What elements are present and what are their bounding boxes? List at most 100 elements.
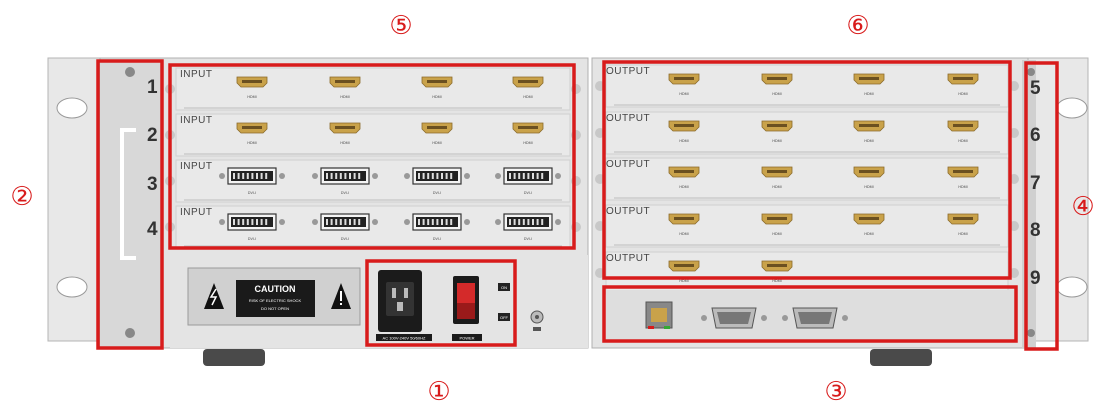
slot-number-3: 3 bbox=[147, 174, 158, 195]
slot-number-1: 1 bbox=[147, 77, 158, 98]
hdmi-port-out-9 bbox=[668, 166, 700, 178]
slot-number-2: 2 bbox=[147, 125, 158, 146]
control-card bbox=[606, 290, 1018, 340]
input-card-label: INPUT bbox=[180, 207, 213, 218]
hdmi-port-label: HDMI bbox=[340, 95, 349, 99]
hdmi-port-out-11 bbox=[853, 166, 885, 178]
dvi-port-15 bbox=[404, 213, 470, 231]
hdmi-port-out-10 bbox=[761, 166, 793, 178]
dvi-port-13 bbox=[219, 213, 285, 231]
dvi-port-11 bbox=[404, 167, 470, 185]
input-card-2 bbox=[175, 113, 571, 157]
hdmi-port-out-7 bbox=[853, 120, 885, 132]
hdmi-port-out-15 bbox=[853, 213, 885, 225]
serial-port-1 bbox=[701, 307, 767, 329]
caution-line-1: RISK OF ELECTRIC SHOCK bbox=[249, 298, 302, 303]
serial-port-2 bbox=[782, 307, 848, 329]
hdmi-port-1 bbox=[236, 76, 268, 88]
callout-1: ① bbox=[427, 377, 450, 407]
slot-number-8: 8 bbox=[1030, 220, 1041, 241]
output-card-label: OUTPUT bbox=[606, 159, 650, 170]
power-off-label: OFF bbox=[500, 315, 509, 320]
dvi-port-12 bbox=[495, 167, 561, 185]
hdmi-port-label: HDMI bbox=[340, 141, 349, 145]
hdmi-port-5 bbox=[236, 122, 268, 134]
electric-shock-icon bbox=[209, 288, 218, 306]
hdmi-port-label: HDMI bbox=[772, 185, 781, 189]
hdmi-port-label: HDMI bbox=[864, 232, 873, 236]
hdmi-port-out-1 bbox=[668, 73, 700, 85]
hdmi-port-label: HDMI bbox=[679, 232, 688, 236]
dvi-port-label: DVI-I bbox=[433, 191, 441, 195]
dvi-port-label: DVI-I bbox=[248, 191, 256, 195]
caution-label: CAUTION RISK OF ELECTRIC SHOCK DO NOT OP… bbox=[187, 267, 361, 326]
hdmi-port-4 bbox=[512, 76, 544, 88]
input-card-label: INPUT bbox=[180, 115, 213, 126]
ac-power-inlet bbox=[378, 270, 422, 332]
hdmi-port-label: HDMI bbox=[679, 185, 688, 189]
power-label: POWER bbox=[459, 336, 474, 341]
hdmi-port-out-14 bbox=[761, 213, 793, 225]
hdmi-port-3 bbox=[421, 76, 453, 88]
input-card-label: INPUT bbox=[180, 161, 213, 172]
dvi-port-9 bbox=[219, 167, 285, 185]
highlight-input-cards bbox=[168, 63, 576, 250]
power-switch[interactable] bbox=[453, 276, 479, 324]
hdmi-port-label: HDMI bbox=[432, 95, 441, 99]
callout-5: ⑤ bbox=[389, 11, 412, 41]
caution-title: CAUTION bbox=[255, 284, 296, 294]
right-slot-strip bbox=[1022, 60, 1036, 348]
slot-number-7: 7 bbox=[1030, 173, 1041, 194]
slot-number-5: 5 bbox=[1030, 78, 1041, 99]
hdmi-port-out-3 bbox=[853, 73, 885, 85]
output-card-label: OUTPUT bbox=[606, 66, 650, 77]
hdmi-port-out-6 bbox=[761, 120, 793, 132]
output-card-2 bbox=[605, 111, 1009, 155]
output-card-label: OUTPUT bbox=[606, 113, 650, 124]
dvi-port-label: DVI-I bbox=[248, 237, 256, 241]
hdmi-port-label: HDMI bbox=[432, 141, 441, 145]
output-card-label: OUTPUT bbox=[606, 206, 650, 217]
hdmi-port-label: HDMI bbox=[864, 185, 873, 189]
hdmi-port-7 bbox=[421, 122, 453, 134]
hdmi-port-out-13 bbox=[668, 213, 700, 225]
power-on-label: ON bbox=[501, 285, 507, 290]
hdmi-port-8 bbox=[512, 122, 544, 134]
callout-2: ② bbox=[10, 182, 33, 212]
slot-number-4: 4 bbox=[147, 219, 158, 240]
slot-number-6: 6 bbox=[1030, 125, 1041, 146]
callout-6: ⑥ bbox=[846, 11, 869, 41]
callout-3: ③ bbox=[824, 377, 847, 407]
hdmi-port-label: HDMI bbox=[679, 279, 688, 283]
chassis-foot-right bbox=[870, 349, 932, 366]
hdmi-port-out-5 bbox=[668, 120, 700, 132]
chassis-foot-left bbox=[203, 349, 265, 366]
dvi-port-label: DVI-I bbox=[341, 191, 349, 195]
dvi-port-10 bbox=[312, 167, 378, 185]
hdmi-port-label: HDMI bbox=[864, 139, 873, 143]
hdmi-port-out-17 bbox=[668, 260, 700, 272]
hdmi-port-label: HDMI bbox=[679, 92, 688, 96]
hdmi-port-2 bbox=[329, 76, 361, 88]
caution-line-2: DO NOT OPEN bbox=[261, 306, 289, 311]
hdmi-port-label: HDMI bbox=[958, 92, 967, 96]
output-card-3 bbox=[605, 157, 1009, 201]
output-card-label: OUTPUT bbox=[606, 253, 650, 264]
hdmi-port-out-18 bbox=[761, 260, 793, 272]
hdmi-port-out-4 bbox=[947, 73, 979, 85]
hdmi-port-6 bbox=[329, 122, 361, 134]
highlight-control-ports bbox=[602, 285, 1018, 343]
hdmi-port-label: HDMI bbox=[247, 141, 256, 145]
hdmi-port-label: HDMI bbox=[958, 185, 967, 189]
dvi-port-label: DVI-I bbox=[433, 237, 441, 241]
hdmi-port-label: HDMI bbox=[523, 95, 532, 99]
output-card-1 bbox=[605, 64, 1009, 108]
slot-number-9: 9 bbox=[1030, 268, 1041, 289]
highlight-power-section bbox=[365, 259, 517, 347]
highlight-output-cards bbox=[602, 60, 1012, 280]
hdmi-port-label: HDMI bbox=[247, 95, 256, 99]
hdmi-port-label: HDMI bbox=[772, 92, 781, 96]
hdmi-port-label: HDMI bbox=[958, 232, 967, 236]
output-card-4 bbox=[605, 204, 1009, 248]
